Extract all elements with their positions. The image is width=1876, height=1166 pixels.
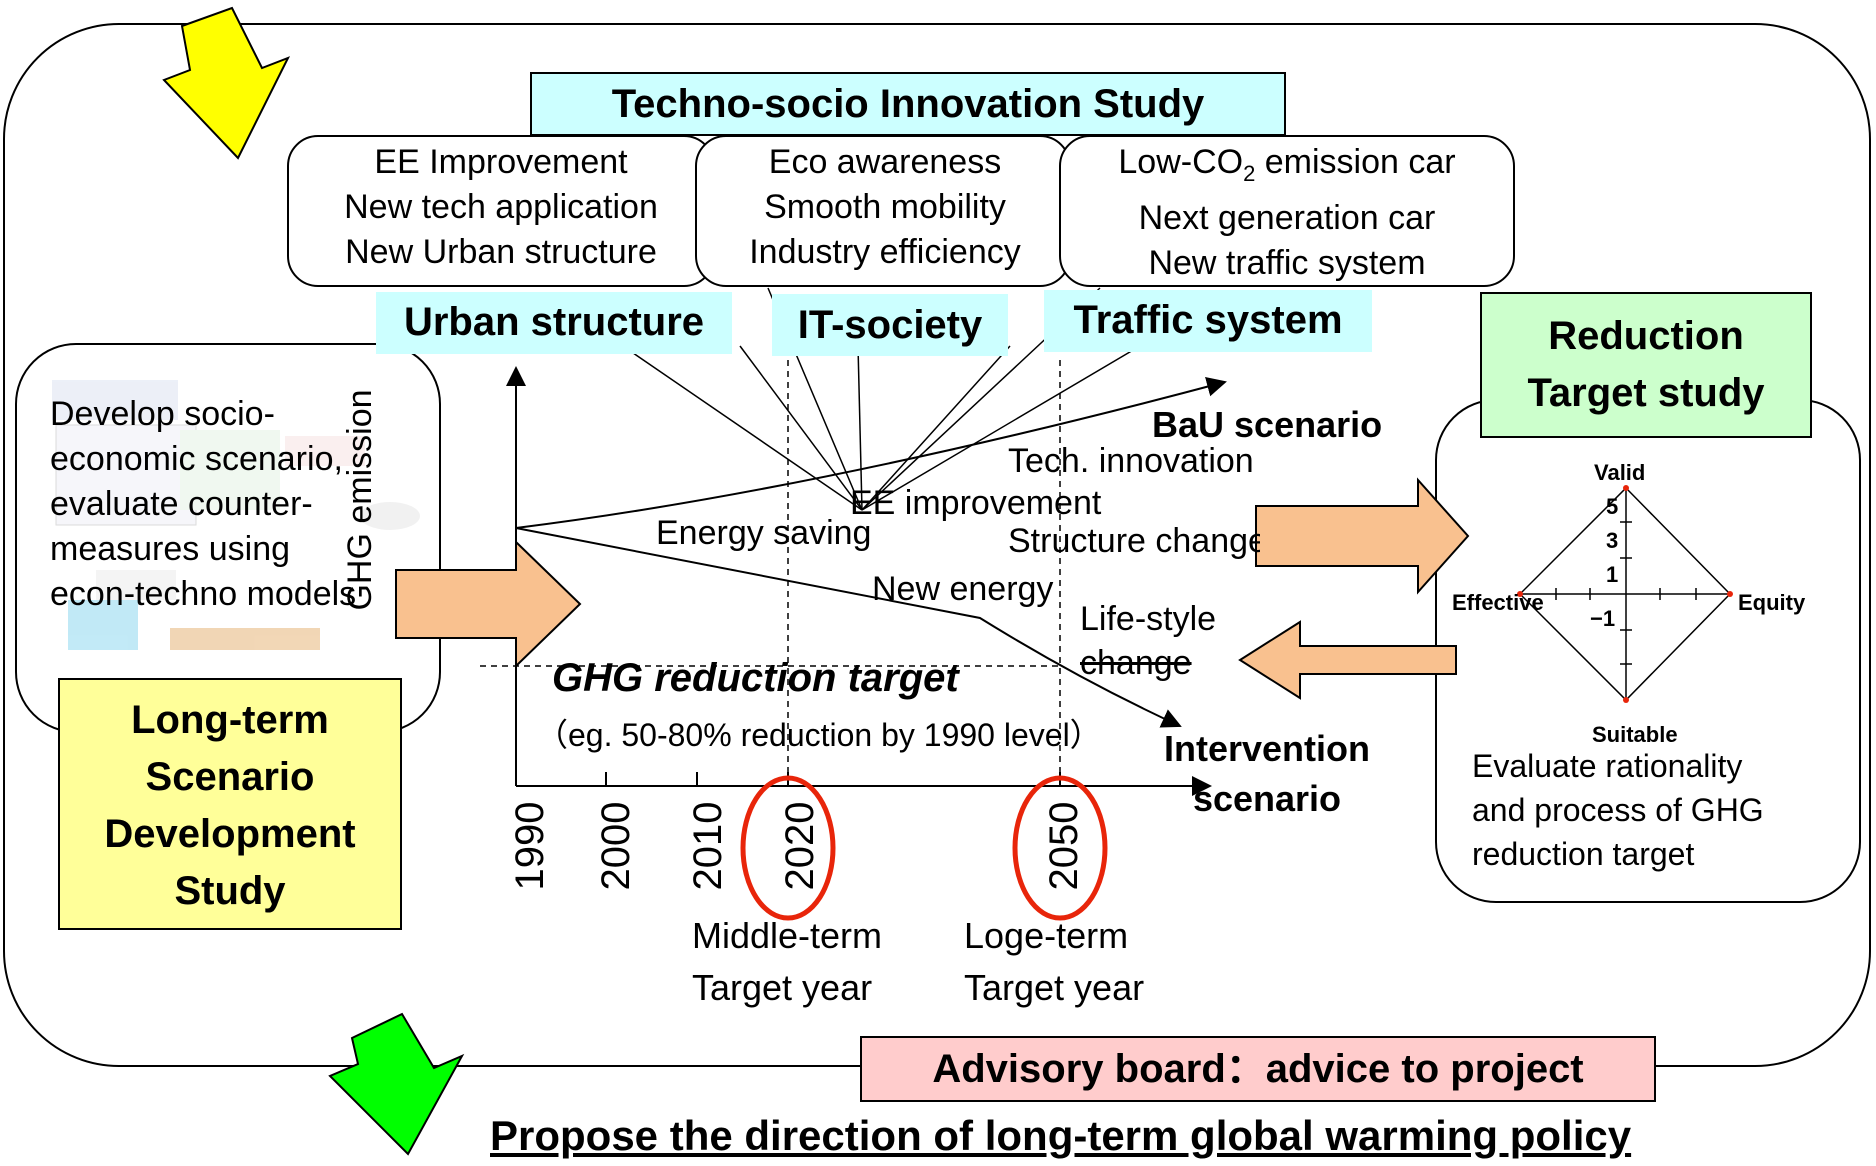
bubble-ee-text: EE Improvement New tech application New … (288, 140, 714, 275)
reduction-description: Evaluate rationality and process of GHG … (1472, 744, 1764, 876)
intervention-line-2: scenario (1192, 778, 1342, 819)
bubble-car-line-2: Next generation car (1138, 198, 1436, 237)
long-term-desc-line-5: econ-techno models (50, 575, 357, 613)
long-term-title-line-4: Study (174, 869, 286, 913)
peach-arrow-left (395, 539, 582, 669)
long-term-title-line-2: Scenario (145, 755, 315, 799)
long-term-title-line-3: Development (104, 812, 356, 856)
y-axis-label: GHG emission (341, 389, 379, 611)
reduction-desc-line-3: reduction target (1472, 836, 1695, 872)
measure-change: change (1080, 644, 1192, 682)
bubble-eco-line-2: Smooth mobility (764, 188, 1006, 226)
long-term-desc-line-3: evaluate counter- (50, 485, 313, 523)
long-term-target-line-1: Loge-term (964, 915, 1129, 956)
bubble-ee-line-3: New Urban structure (345, 233, 657, 271)
tag-traffic-system: Traffic system (1044, 290, 1372, 352)
bubble-car-line-1: Low-CO2 emission car (1060, 140, 1514, 196)
middle-term-label: Middle-term Target year (692, 910, 882, 1014)
radar-tick-1: 1 (1606, 562, 1619, 587)
bau-scenario-label: BaU scenario (1152, 404, 1383, 445)
long-term-title-line-1: Long-term (131, 698, 329, 742)
intervention-line-1: Intervention (1164, 728, 1371, 769)
measure-structure-change: Structure change (1008, 522, 1260, 560)
year-1990: 1990 (508, 801, 552, 891)
radar-tick-3: 3 (1606, 528, 1619, 553)
reduction-target-box: Reduction Target study (1480, 292, 1812, 438)
bubble-ee-line-1: EE Improvement (374, 143, 628, 181)
reduction-desc-line-1: Evaluate rationality (1472, 748, 1743, 784)
ghg-target-title: GHG reduction target (552, 656, 959, 700)
tag-it-society: IT-society (772, 294, 1008, 356)
radar-tick-5: 5 (1606, 494, 1619, 519)
measure-life-style: Life-style (1080, 600, 1217, 638)
long-term-target-label: Loge-term Target year (964, 910, 1144, 1014)
year-2020: 2020 (778, 801, 822, 891)
bubble-ee-line-2: New tech application (344, 188, 658, 226)
radar-label-valid: Valid (1594, 460, 1646, 485)
bubble-car-text: Low-CO2 emission car Next generation car… (1060, 140, 1514, 286)
bubble-eco-line-3: Industry efficiency (749, 233, 1021, 271)
bau-curve (515, 376, 1227, 529)
measure-new-energy: New energy (872, 570, 1054, 608)
long-term-desc-line-1: Develop socio- (50, 395, 275, 433)
year-2000: 2000 (594, 801, 638, 891)
long-term-desc-line-4: measures using (50, 530, 291, 568)
intervention-curve (515, 527, 1182, 728)
peach-arrow-right (1255, 477, 1470, 595)
circle-2050 (1012, 775, 1108, 921)
tag-urban-structure: Urban structure (376, 292, 732, 354)
co2-suffix: emission car (1255, 143, 1456, 181)
radar-label-effective: Effective (1452, 590, 1544, 615)
year-2050: 2050 (1042, 801, 1086, 891)
bubble-eco-text: Eco awareness Smooth mobility Industry e… (700, 140, 1070, 275)
fan-lines (619, 287, 1141, 511)
bubble-car (1059, 135, 1515, 287)
year-2010: 2010 (686, 801, 730, 891)
yellow-input-arrow (162, 6, 291, 160)
reduction-title-line-1: Reduction (1548, 314, 1744, 358)
radar-tick-minus1: −1 (1590, 606, 1616, 631)
policy-footer: Propose the direction of long-term globa… (490, 1112, 1632, 1159)
x-axis-ticks (605, 772, 1061, 786)
radar-label-suitable: Suitable (1592, 722, 1678, 747)
long-term-desc-line-2: economic scenario, (50, 440, 343, 478)
measure-ee-improvement: EE improvement (850, 484, 1102, 522)
circle-2020 (740, 775, 836, 921)
middle-term-line-1: Middle-term (692, 915, 883, 956)
radar-chart (1517, 485, 1733, 703)
peach-arrow-back (1238, 620, 1457, 700)
measure-tech-innovation: Tech. innovation (1008, 442, 1254, 480)
green-output-arrow (328, 1012, 465, 1156)
advisory-board-box: Advisory board：advice to project (860, 1036, 1656, 1102)
intervention-label: Intervention scenario (1164, 724, 1370, 824)
radar-label-equity: Equity (1738, 590, 1806, 615)
reduction-title-line-2: Target study (1527, 371, 1765, 415)
long-term-study-box: Long-term Scenario Development Study (58, 678, 402, 930)
bubble-car-line-3: New traffic system (1148, 243, 1426, 282)
measure-energy-saving: Energy saving (656, 514, 872, 552)
co2-subscript: 2 (1243, 160, 1256, 186)
long-term-description: Develop socio- economic scenario, evalua… (50, 392, 410, 617)
co2-prefix: Low-CO (1118, 143, 1244, 181)
bubble-eco-line-1: Eco awareness (768, 143, 1002, 181)
model-thumbnail (52, 380, 420, 650)
reduction-desc-line-2: and process of GHG (1472, 792, 1764, 828)
techno-socio-title: Techno-socio Innovation Study (530, 72, 1286, 136)
middle-term-line-2: Target year (692, 967, 873, 1008)
ghg-target-note: （eg. 50-80% reduction by 1990 level） (536, 717, 1102, 753)
long-term-target-line-2: Target year (964, 967, 1145, 1008)
